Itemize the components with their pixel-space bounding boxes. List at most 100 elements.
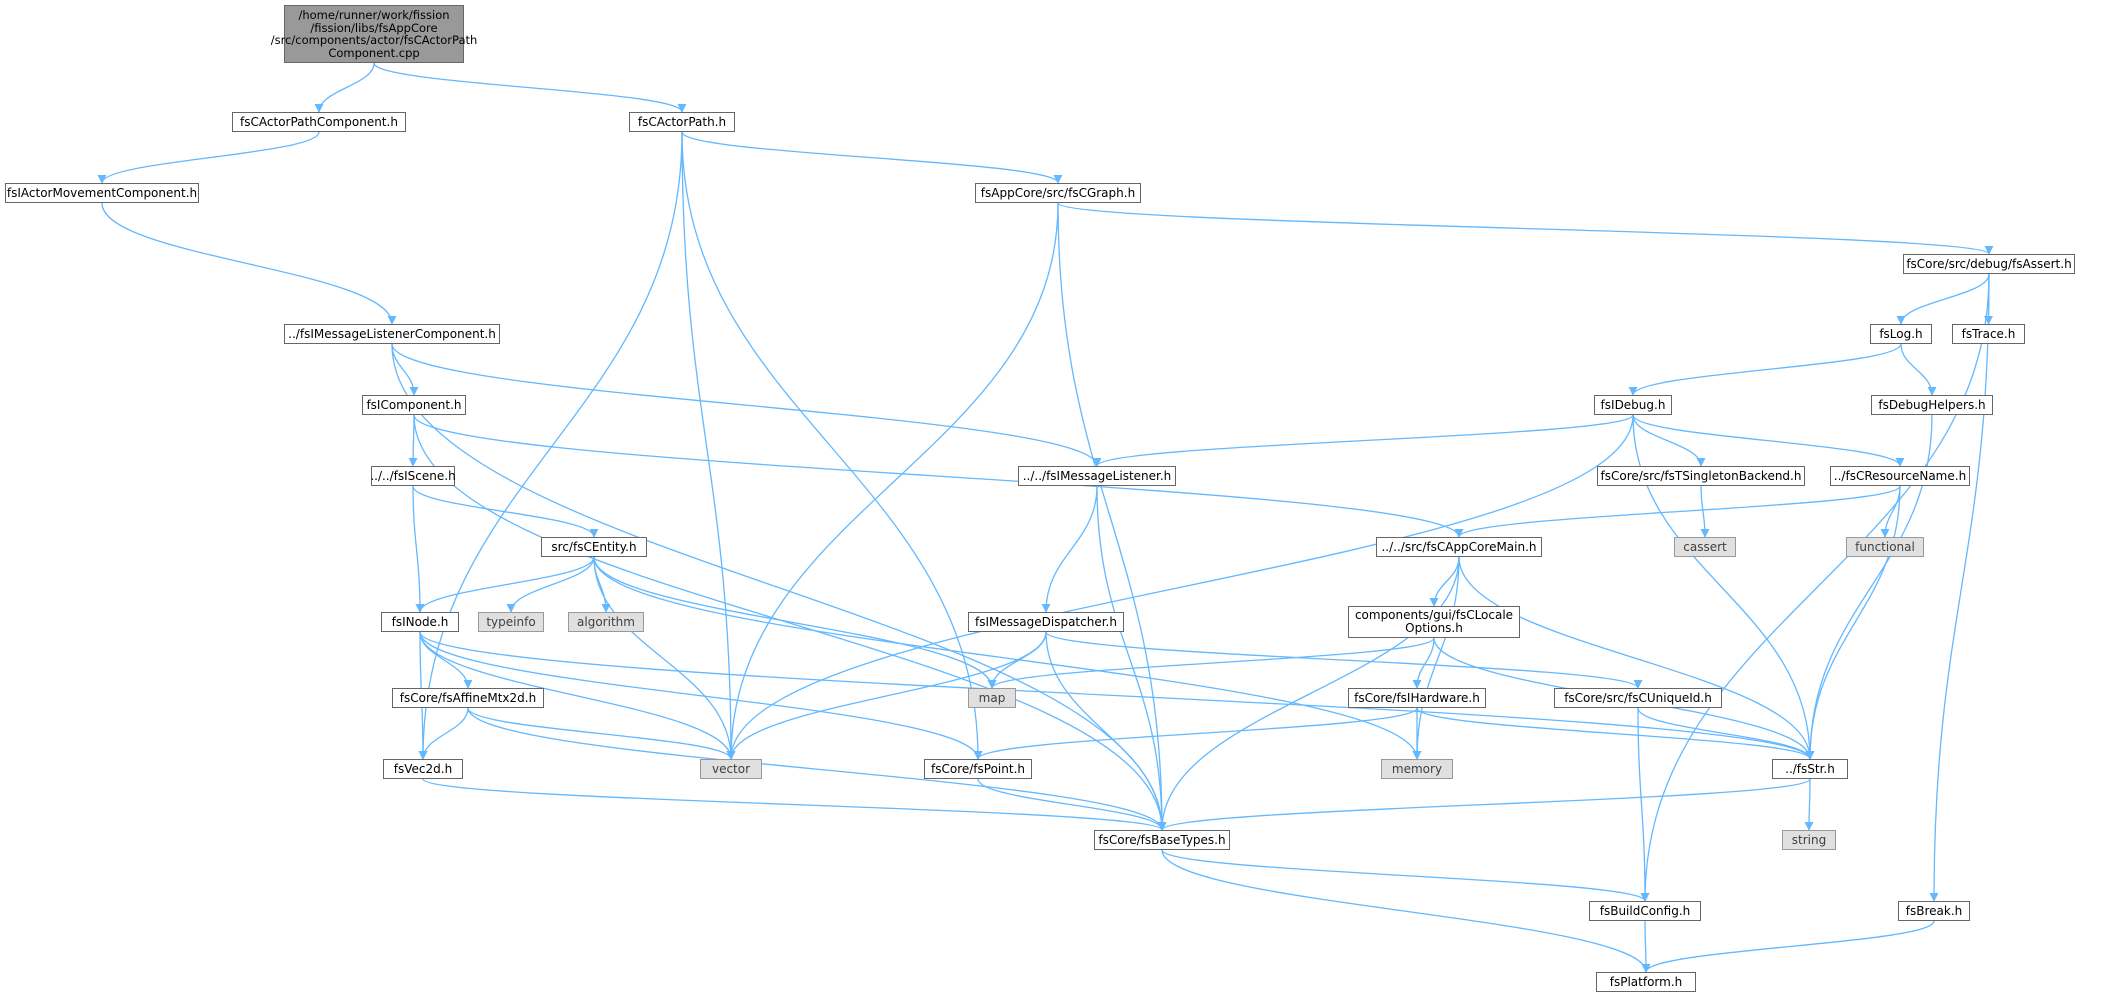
system-header-node-typeinfo: typeinfo: [478, 612, 544, 632]
edge-componentH-to-appCoreMainH: [413, 414, 1464, 538]
header-node-fsDebugHelpers[interactable]: fsDebugHelpers.h: [1871, 395, 1993, 415]
edge-actorPathComponentH-to-movementComponentH: [97, 131, 320, 184]
edge-appCoreMainH-to-memory: [1412, 556, 1460, 760]
edge-graphH-to-baseTypesH: [1057, 202, 1167, 831]
header-node-fsIDebug[interactable]: fsIDebug.h: [1594, 395, 1672, 415]
edge-graphH-to-vector: [726, 202, 1059, 760]
edge-msgListenerComponentH-to-baseTypesH: [391, 343, 1167, 831]
edge-assertH-to-breakH: [1929, 273, 1990, 902]
header-node-fsCGraph[interactable]: fsAppCore/src/fsCGraph.h: [975, 183, 1141, 203]
edge-logH-to-debugHelpersH: [1900, 343, 1937, 396]
system-header-node-vector: vector: [700, 759, 762, 779]
header-node-fsPlatform[interactable]: fsPlatform.h: [1596, 972, 1696, 992]
edge-debugH-to-resourceNameH: [1632, 414, 1905, 467]
edge-entityH-to-map: [593, 556, 997, 689]
edge-actorPathH-to-pointH: [681, 131, 983, 760]
system-header-node-memory: memory: [1381, 759, 1453, 779]
edge-msgListenerComponentH-to-msgListenerH: [391, 343, 1102, 467]
edge-root-to-actorPathH: [373, 62, 687, 113]
edge-sceneH-to-nodeH: [412, 485, 425, 613]
header-node-fsStr[interactable]: ../fsStr.h: [1772, 759, 1848, 779]
header-node-fsCLocaleOptions[interactable]: components/gui/fsCLocale Options.h: [1348, 606, 1520, 638]
edge-appCoreMainH-to-baseTypesH: [1157, 556, 1460, 831]
edge-hardwareH-to-pointH: [973, 707, 1418, 760]
edge-nodeH-to-vector: [419, 631, 736, 760]
header-node-fsINode[interactable]: fsINode.h: [381, 612, 459, 632]
edge-msgDispatcherH-to-vector: [726, 631, 1047, 760]
edge-baseTypesH-to-buildConfigH: [1161, 849, 1650, 902]
header-node-fsIComponent[interactable]: fsIComponent.h: [362, 395, 466, 415]
edge-hardwareH-to-strH: [1416, 707, 1815, 760]
edge-entityH-to-memory: [593, 556, 1422, 760]
edge-appCoreMainH-to-strH: [1458, 556, 1815, 760]
edge-baseTypesH-to-platformH: [1161, 849, 1651, 973]
edge-strH-to-string: [1804, 778, 1814, 831]
header-node-fsCResourceName[interactable]: ../fsCResourceName.h: [1830, 466, 1970, 486]
system-header-node-map: map: [968, 688, 1016, 708]
edge-affineH-to-vec2dH: [418, 707, 469, 760]
header-node-fsIMessageListenerComponent[interactable]: ../fsIMessageListenerComponent.h: [284, 324, 500, 344]
header-node-fsLog[interactable]: fsLog.h: [1870, 324, 1932, 344]
edge-singletonBackendH-to-cassert: [1700, 485, 1710, 538]
edge-entityH-to-typeinfo: [506, 556, 595, 613]
header-node-fsBreak[interactable]: fsBreak.h: [1898, 901, 1970, 921]
edge-nodeH-to-affineH: [419, 631, 473, 689]
edge-buildConfigH-to-platformH: [1641, 920, 1651, 973]
edge-debugH-to-singletonBackendH: [1632, 414, 1706, 467]
header-node-fsAssert[interactable]: fsCore/src/debug/fsAssert.h: [1903, 254, 2075, 274]
edge-componentH-to-baseTypesH: [413, 414, 1167, 831]
system-header-node-string: string: [1782, 830, 1836, 850]
edge-nodeH-to-pointH: [419, 631, 983, 760]
edge-debugH-to-vector: [726, 414, 1634, 760]
header-node-fsCActorPath[interactable]: fsCActorPath.h: [629, 112, 735, 132]
system-header-node-functional: functional: [1846, 537, 1924, 557]
edge-resourceNameH-to-functional: [1880, 485, 1901, 538]
header-node-fsIHardware[interactable]: fsCore/fsIHardware.h: [1348, 688, 1486, 708]
edge-debugH-to-msgListenerH: [1092, 414, 1634, 467]
header-node-fsCUniqueId[interactable]: fsCore/src/fsCUniqueId.h: [1554, 688, 1722, 708]
edge-graphH-to-assertH: [1057, 202, 1994, 255]
edge-msgListenerH-to-msgDispatcherH: [1041, 485, 1098, 613]
header-node-fsIScene[interactable]: ../../fsIScene.h: [370, 466, 456, 486]
edge-breakH-to-platformH: [1641, 920, 1935, 973]
header-node-fsIActorMovementComponent[interactable]: fsIActorMovementComponent.h: [5, 183, 199, 203]
edge-msgDispatcherH-to-baseTypesH: [1045, 631, 1167, 831]
header-node-fsCEntity[interactable]: src/fsCEntity.h: [541, 537, 647, 557]
edge-assertH-to-buildConfigH: [1640, 273, 1990, 902]
edge-assertH-to-logH: [1896, 273, 1990, 325]
edge-pointH-to-baseTypesH: [977, 778, 1167, 831]
edge-msgDispatcherH-to-uniqueIdH: [1045, 631, 1643, 689]
header-node-fsBaseTypes[interactable]: fsCore/fsBaseTypes.h: [1094, 830, 1230, 850]
edge-logH-to-debugH: [1628, 343, 1902, 396]
edge-sceneH-to-entityH: [412, 485, 599, 538]
edge-root-to-actorPathComponentH: [314, 62, 375, 113]
system-header-node-algorithm: algorithm: [568, 612, 644, 632]
header-node-fsBuildConfig[interactable]: fsBuildConfig.h: [1589, 901, 1701, 921]
header-node-fsCAppCoreMain[interactable]: ../../src/fsCAppCoreMain.h: [1376, 537, 1542, 557]
edge-uniqueIdH-to-buildConfigH: [1637, 707, 1650, 902]
header-node-fsVec2d[interactable]: fsVec2d.h: [383, 759, 463, 779]
header-node-fsPoint[interactable]: fsCore/fsPoint.h: [924, 759, 1032, 779]
header-node-fsTrace[interactable]: fsTrace.h: [1952, 324, 2025, 344]
edge-nodeH-to-strH: [419, 631, 1815, 760]
edge-resourceNameH-to-appCoreMainH: [1454, 485, 1901, 538]
edge-entityH-to-vector: [593, 556, 736, 760]
header-node-fsIMessageListener[interactable]: ../../fsIMessageListener.h: [1018, 466, 1176, 486]
edge-localeOptionsH-to-map: [987, 637, 1435, 689]
header-node-fsAffineMtx2d[interactable]: fsCore/fsAffineMtx2d.h: [392, 688, 544, 708]
edge-vec2dH-to-baseTypesH: [422, 778, 1167, 831]
root-source-file-node: /home/runner/work/fission /fission/libs/…: [271, 5, 477, 63]
header-node-fsTSingletonBackend[interactable]: fsCore/src/fsTSingletonBackend.h: [1597, 466, 1805, 486]
edge-actorPathH-to-graphH: [681, 131, 1063, 184]
header-node-fsIMessageDispatcher[interactable]: fsIMessageDispatcher.h: [968, 612, 1124, 632]
edge-movementComponentH-to-msgListenerComponentH: [101, 202, 397, 325]
edge-affineH-to-vector: [467, 707, 736, 760]
edge-affineH-to-baseTypesH: [467, 707, 1167, 831]
system-header-node-cassert: cassert: [1674, 537, 1736, 557]
edge-actorPathH-to-vector: [681, 131, 736, 760]
edge-entityH-to-nodeH: [415, 556, 595, 613]
header-node-fsCActorPathComponent[interactable]: fsCActorPathComponent.h: [232, 112, 406, 132]
edge-uniqueIdH-to-strH: [1637, 707, 1815, 760]
